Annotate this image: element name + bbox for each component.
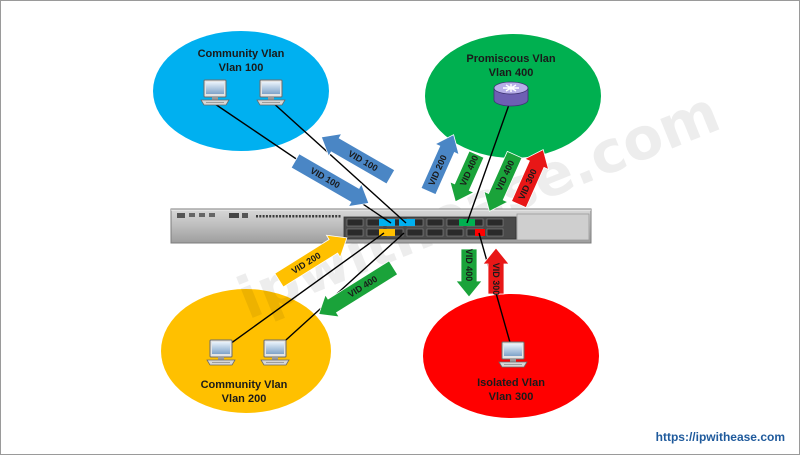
status-led xyxy=(282,215,285,218)
vid-arrow-vid300-bottom: VID 300 xyxy=(482,247,510,296)
switch-port xyxy=(346,228,364,237)
status-led xyxy=(272,215,275,218)
arrow-label: VID 400 xyxy=(464,249,474,282)
computer-icon xyxy=(200,79,230,106)
arrow-shape xyxy=(455,248,483,298)
status-led xyxy=(285,215,288,218)
isolated-vlan-300-name: Isolated Vlan xyxy=(477,377,545,389)
arrow-shape xyxy=(449,150,485,203)
community-vlan-100-name: Community Vlan xyxy=(198,48,285,60)
status-led xyxy=(295,215,298,218)
computer-icon xyxy=(256,79,286,106)
status-led xyxy=(305,215,308,218)
vid-arrow-vid400-bottom: VID 400 xyxy=(455,248,483,298)
switch-port xyxy=(486,228,504,237)
arrow-shape xyxy=(318,260,399,318)
status-led xyxy=(262,215,265,218)
status-led xyxy=(298,215,301,218)
status-led xyxy=(318,215,321,218)
arrow-shape xyxy=(482,247,510,295)
status-led xyxy=(308,215,311,218)
switch-port xyxy=(406,228,424,237)
arrow-shape xyxy=(290,153,370,208)
computer-icon xyxy=(206,339,236,366)
status-led xyxy=(302,215,305,218)
arrow-shape xyxy=(274,234,348,288)
isolated-vlan-300-id: Vlan 300 xyxy=(489,391,534,403)
community-vlan-100-zone xyxy=(153,31,329,151)
status-led xyxy=(312,215,315,218)
status-led xyxy=(265,215,268,218)
arrow-shape xyxy=(320,133,396,185)
arrow-shape xyxy=(420,134,460,196)
status-led xyxy=(279,215,282,218)
arrow-shape xyxy=(483,150,523,212)
promiscuous-vlan-400-id: Vlan 400 xyxy=(489,67,534,79)
status-led xyxy=(322,215,324,218)
status-led xyxy=(289,215,291,218)
status-led xyxy=(269,215,272,218)
arrow-label: VID 300 xyxy=(491,263,501,296)
promiscuous-vlan-400-name: Promiscous Vlan xyxy=(466,53,556,65)
status-led xyxy=(275,215,278,218)
switch-port xyxy=(346,218,364,227)
computer-icon xyxy=(260,339,290,366)
status-led xyxy=(292,215,295,218)
status-led xyxy=(331,215,334,218)
switch-port xyxy=(426,228,444,237)
router-icon xyxy=(493,81,529,107)
computer-icon xyxy=(498,341,528,368)
footer-url[interactable]: https://ipwithease.com xyxy=(655,430,785,444)
community-vlan-200-name: Community Vlan xyxy=(201,379,288,391)
status-led xyxy=(325,215,328,218)
status-led xyxy=(259,215,262,218)
community-vlan-200-zone xyxy=(161,289,331,413)
status-led xyxy=(338,215,341,218)
switch-port xyxy=(426,218,444,227)
arrow-shape xyxy=(510,149,550,209)
status-led xyxy=(315,215,318,218)
community-vlan-200-id: Vlan 200 xyxy=(222,393,267,405)
link-pc2-vlan200 xyxy=(275,232,405,350)
switch-port xyxy=(486,218,504,227)
community-vlan-100-id: Vlan 100 xyxy=(219,62,264,74)
vid-arrow-vid100-out: VID 100 xyxy=(320,133,396,185)
switch-icon xyxy=(170,208,592,244)
status-led xyxy=(335,215,338,218)
link-pc2-vlan100 xyxy=(270,100,407,224)
switch-port xyxy=(446,228,464,237)
link-router-vlan400 xyxy=(466,98,512,224)
status-led xyxy=(256,215,258,218)
link-pc1-vlan200 xyxy=(222,232,385,350)
status-led xyxy=(328,215,331,218)
